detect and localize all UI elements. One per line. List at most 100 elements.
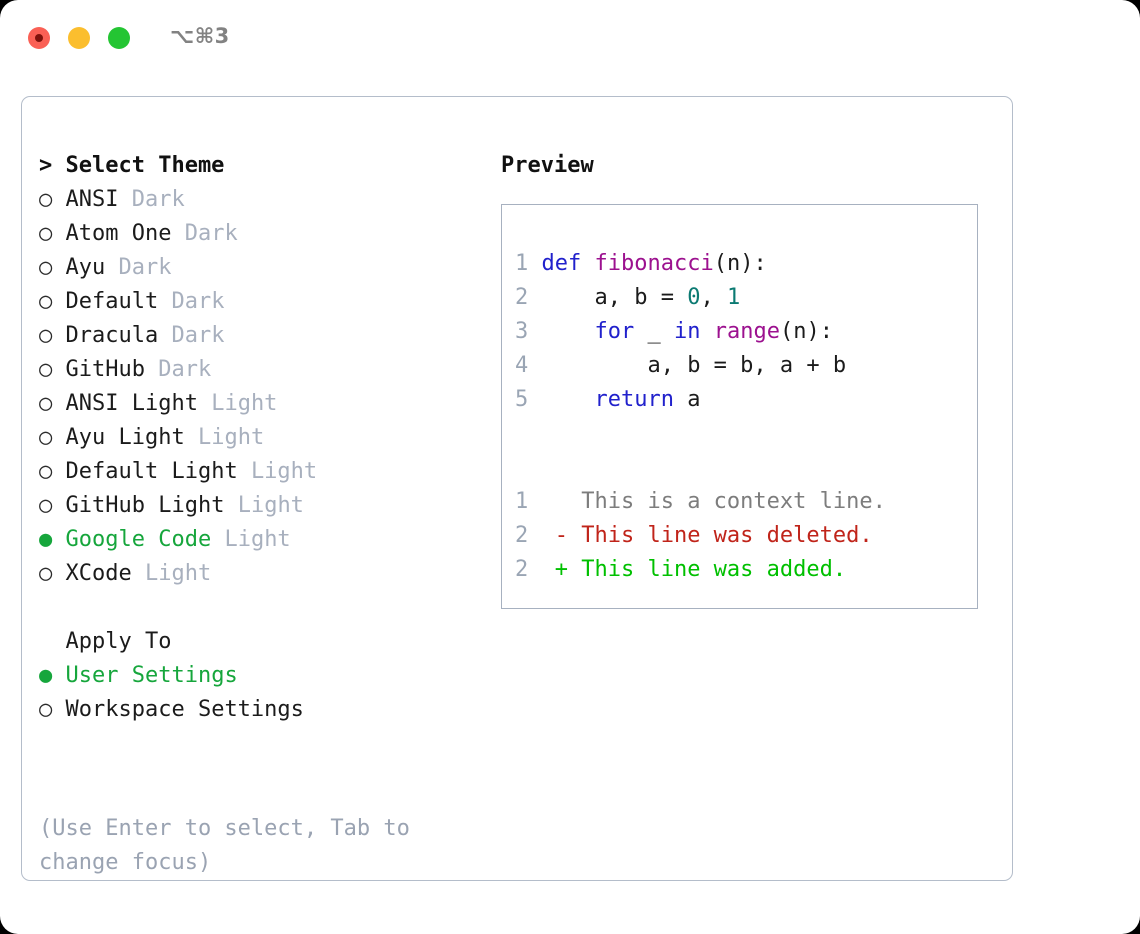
theme-name: XCode — [65, 561, 132, 586]
gutter-gap — [528, 319, 541, 344]
apply-to-list: ● User Settings○ Workspace Settings — [39, 659, 469, 727]
radio-unselected-icon[interactable]: ○ — [39, 697, 53, 722]
diff-marker — [528, 489, 581, 514]
radio-selected-icon[interactable]: ● — [39, 527, 53, 552]
spacer — [145, 357, 158, 382]
keyboard-shortcut-label: ⌥⌘3 — [170, 24, 230, 48]
theme-name: Ayu — [65, 255, 106, 280]
apply-to-item[interactable]: ○ Workspace Settings — [39, 693, 469, 727]
radio-unselected-icon[interactable]: ○ — [39, 187, 53, 212]
spacer — [105, 255, 118, 280]
theme-name: Atom One — [65, 221, 172, 246]
radio-unselected-icon[interactable]: ○ — [39, 493, 53, 518]
theme-variant-badge: Light — [250, 459, 318, 484]
radio-unselected-icon[interactable]: ○ — [39, 289, 53, 314]
spacer — [211, 527, 224, 552]
theme-name: GitHub — [65, 357, 145, 382]
radio-unselected-icon[interactable]: ○ — [39, 425, 53, 450]
theme-variant-badge: Light — [197, 425, 265, 450]
theme-list-item[interactable]: ○ ANSI Dark — [39, 183, 469, 217]
theme-list-item[interactable]: ○ Ayu Dark — [39, 251, 469, 285]
minimize-window-button[interactable] — [68, 27, 90, 49]
spacer — [52, 527, 65, 552]
spacer — [52, 221, 65, 246]
theme-list-item[interactable]: ○ ANSI Light Light — [39, 387, 469, 421]
theme-list-item[interactable]: ○ Dracula Dark — [39, 319, 469, 353]
theme-list-item[interactable]: ● Google Code Light — [39, 523, 469, 557]
theme-variant-badge: Dark — [158, 357, 212, 382]
code-token: , — [700, 285, 727, 310]
line-number: 1 — [515, 251, 529, 276]
theme-variant-badge: Dark — [171, 323, 225, 348]
preview-column: Preview — [501, 149, 1001, 183]
radio-unselected-icon[interactable]: ○ — [39, 255, 53, 280]
diff-text: This line was added. — [581, 557, 847, 582]
spacer — [224, 493, 237, 518]
code-token — [700, 319, 713, 344]
apply-to-heading: Apply To — [39, 629, 172, 654]
code-line: 4 a, b = b, a + b — [515, 349, 969, 383]
apply-to-item[interactable]: ● User Settings — [39, 659, 469, 693]
theme-name: Dracula — [65, 323, 159, 348]
theme-list-item[interactable]: ○ Default Light Light — [39, 455, 469, 489]
theme-name: ANSI Light — [65, 391, 198, 416]
diff-marker: - — [528, 523, 582, 548]
spacer — [52, 187, 65, 212]
theme-list-item[interactable]: ○ GitHub Dark — [39, 353, 469, 387]
close-window-button[interactable] — [28, 27, 50, 49]
diff-marker: + — [528, 557, 582, 582]
spacer — [52, 459, 65, 484]
line-number: 2 — [515, 523, 529, 548]
radio-unselected-icon[interactable]: ○ — [39, 561, 53, 586]
apply-to-label: User Settings — [65, 663, 238, 688]
code-token: range — [713, 319, 780, 344]
code-token: a — [673, 387, 701, 412]
line-number: 3 — [515, 319, 529, 344]
radio-unselected-icon[interactable]: ○ — [39, 459, 53, 484]
gutter-gap — [528, 251, 541, 276]
diff-line: 2 + This line was added. — [515, 553, 969, 587]
line-number: 2 — [515, 285, 529, 310]
code-token — [542, 319, 595, 344]
section-spacer — [39, 591, 469, 625]
apply-to-label: Workspace Settings — [65, 697, 304, 722]
code-token: for — [594, 319, 635, 344]
theme-list-item[interactable]: ○ GitHub Light Light — [39, 489, 469, 523]
code-token: return — [594, 387, 674, 412]
theme-variant-badge: Dark — [118, 255, 172, 280]
theme-variant-badge: Dark — [184, 221, 238, 246]
spacer — [198, 391, 211, 416]
diff-line: 2 - This line was deleted. — [515, 519, 969, 553]
spacer — [52, 425, 65, 450]
theme-list-item[interactable]: ○ Atom One Dark — [39, 217, 469, 251]
theme-variant-badge: Light — [144, 561, 212, 586]
theme-list-item[interactable]: ○ Ayu Light Light — [39, 421, 469, 455]
code-token: def — [541, 251, 595, 276]
preview-heading: Preview — [501, 153, 594, 178]
line-number: 4 — [515, 353, 529, 378]
code-token: (n): — [713, 251, 767, 276]
main-panel: > Select Theme ○ ANSI Dark○ Atom One Dar… — [21, 96, 1013, 881]
spacer — [52, 493, 65, 518]
theme-name: Default — [65, 289, 159, 314]
blank-line — [515, 417, 969, 451]
theme-variant-badge: Light — [237, 493, 304, 518]
theme-list-item[interactable]: ○ Default Dark — [39, 285, 469, 319]
spacer — [118, 187, 131, 212]
maximize-window-button[interactable] — [108, 27, 130, 49]
radio-unselected-icon[interactable]: ○ — [39, 391, 53, 416]
line-number: 5 — [515, 387, 529, 412]
radio-selected-icon[interactable]: ● — [39, 663, 53, 688]
theme-list-item[interactable]: ○ XCode Light — [39, 557, 469, 591]
radio-unselected-icon[interactable]: ○ — [39, 357, 53, 382]
radio-unselected-icon[interactable]: ○ — [39, 221, 53, 246]
theme-selector-column: > Select Theme ○ ANSI Dark○ Atom One Dar… — [39, 149, 469, 727]
code-token: a, b = — [541, 285, 688, 310]
radio-unselected-icon[interactable]: ○ — [39, 323, 53, 348]
gutter-gap — [528, 353, 541, 378]
theme-variant-badge: Light — [224, 527, 291, 552]
code-token: a, b = b, a + b — [541, 353, 847, 378]
